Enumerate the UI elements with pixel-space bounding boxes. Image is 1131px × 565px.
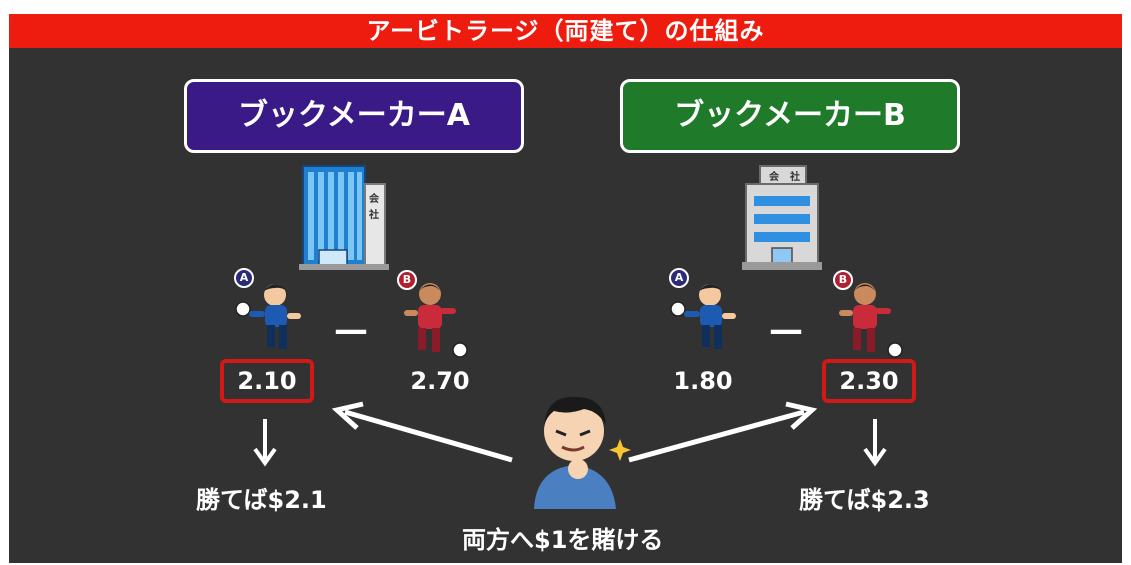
office-building-icon [299,165,389,270]
bookmaker-a-payout: 勝てば$2.1 [196,486,327,514]
bet-arrow-left-icon [331,401,513,463]
building-b-sign-1: 会 [769,172,779,183]
vs-separator: — [769,310,803,350]
bookmaker-b-odds-team-b: 2.30 [822,359,916,403]
soccer-player-blue-icon [670,284,736,349]
bookmaker-a-label: ブックメーカーA [184,79,524,153]
down-arrow-icon [253,419,277,467]
building-b-sign-2: 社 [790,172,800,183]
office-building-icon [742,165,822,270]
bookmaker-b-payout: 勝てば$2.3 [799,486,930,514]
bookmaker-a-odds-team-b: 2.70 [410,367,470,395]
building-a-sign-1: 会 [369,194,379,205]
soccer-player-red-icon [839,283,903,358]
bettor-person-icon [534,396,631,509]
bet-arrow-right-icon [628,401,818,463]
team-a-badge: A [234,268,254,288]
vs-separator: — [334,310,368,350]
diagram-canvas: アービトラージ（両建て）の仕組み ブックメーカーA ブックメーカーB 会 社 会… [9,14,1122,563]
bookmaker-b-odds-team-a: 1.80 [673,367,733,395]
bookmaker-b-label: ブックメーカーB [620,79,960,153]
bettor-caption: 両方へ$1を賭ける [462,526,664,554]
team-b-badge: B [397,270,417,290]
title-bar: アービトラージ（両建て）の仕組み [9,14,1122,48]
bookmaker-a-odds-team-a: 2.10 [220,359,314,403]
soccer-player-blue-icon [235,284,301,349]
building-a-sign-2: 社 [369,210,379,221]
soccer-player-red-icon [404,283,468,358]
down-arrow-icon [863,419,887,467]
team-b-badge: B [833,270,853,290]
team-a-badge: A [669,268,689,288]
